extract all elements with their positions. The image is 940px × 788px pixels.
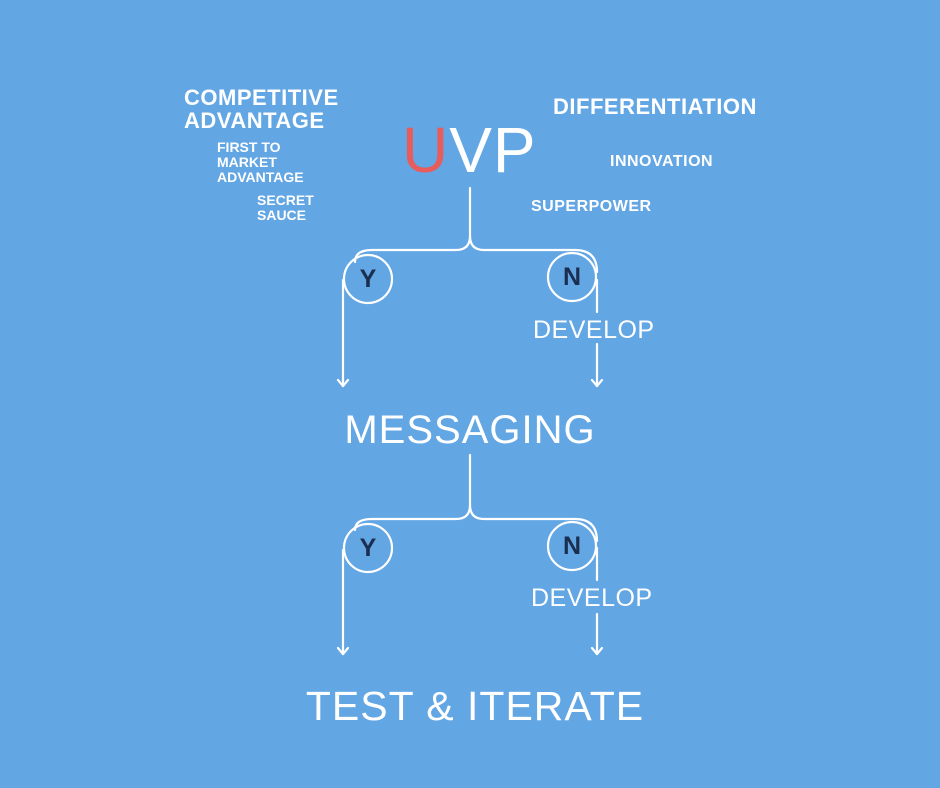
first-to-market-label: FIRST TO MARKET ADVANTAGE bbox=[217, 139, 304, 185]
stem-uvp-right bbox=[468, 234, 599, 274]
arrowhead-yes-1 bbox=[336, 378, 350, 388]
arrowhead-no-2 bbox=[590, 646, 604, 656]
uvp-accent-letter: U bbox=[402, 114, 450, 186]
competitive-advantage-label: COMPETITIVE ADVANTAGE bbox=[184, 85, 339, 133]
node-yes-2-label: Y bbox=[359, 534, 377, 562]
stem-uvp bbox=[353, 186, 472, 264]
arrowhead-yes-2 bbox=[336, 646, 350, 656]
uvp-title: UVP bbox=[402, 114, 537, 186]
test-iterate-label: TEST & ITERATE bbox=[305, 683, 645, 729]
node-no-2 bbox=[546, 520, 598, 572]
node-no-1 bbox=[546, 251, 598, 303]
develop-1-label: DEVELOP bbox=[533, 316, 655, 344]
arrowhead-no-1 bbox=[590, 378, 604, 388]
messaging-label: MESSAGING bbox=[344, 408, 596, 452]
node-yes-1-label: Y bbox=[359, 265, 377, 293]
stem-messaging-right bbox=[468, 503, 599, 543]
differentiation-label: DIFFERENTIATION bbox=[553, 94, 757, 119]
secret-sauce-label: SECRET SAUCE bbox=[257, 192, 314, 223]
node-yes-1 bbox=[342, 253, 394, 305]
superpower-label: SUPERPOWER bbox=[531, 198, 652, 215]
uvp-rest: VP bbox=[449, 114, 537, 186]
node-no-2-label: N bbox=[562, 532, 582, 560]
node-no-1-label: N bbox=[562, 263, 582, 291]
innovation-label: INNOVATION bbox=[610, 153, 714, 170]
node-yes-2 bbox=[342, 522, 394, 574]
develop-2-label: DEVELOP bbox=[531, 584, 653, 612]
stem-messaging bbox=[353, 453, 472, 532]
